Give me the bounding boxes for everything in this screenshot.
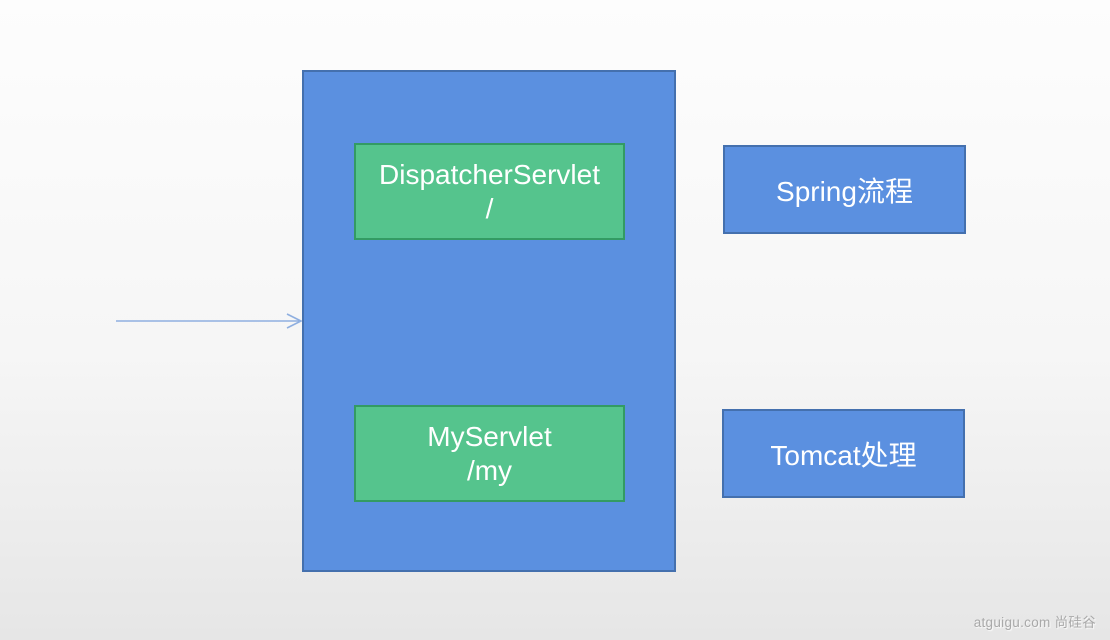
my-servlet-path: /my — [466, 454, 513, 486]
tomcat-handle-label: Tomcat处理 — [770, 439, 917, 471]
request-arrow-icon — [116, 313, 303, 329]
dispatcher-servlet-title: DispatcherServlet — [379, 158, 600, 190]
dispatcher-servlet-path: / — [485, 192, 494, 224]
tomcat-handle-label-box: Tomcat处理 — [722, 409, 965, 498]
my-servlet-title: MyServlet — [427, 420, 552, 452]
watermark: atguigu.com 尚硅谷 — [973, 615, 1096, 630]
spring-flow-label-box: Spring流程 — [723, 145, 966, 234]
dispatcher-servlet-box: DispatcherServlet / — [354, 143, 625, 240]
my-servlet-box: MyServlet /my — [354, 405, 625, 502]
spring-flow-label: Spring流程 — [776, 175, 913, 207]
servlet-container-box: DispatcherServlet / MyServlet /my — [302, 70, 676, 572]
